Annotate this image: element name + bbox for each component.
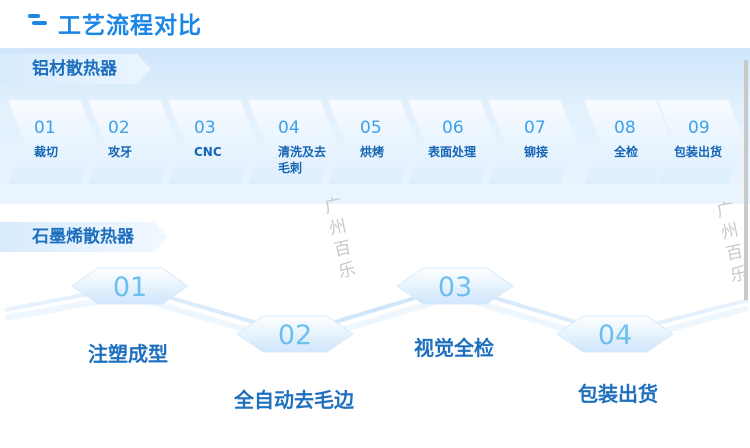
flow-step-node: 02 (236, 315, 354, 353)
scrollbar[interactable] (744, 60, 748, 300)
process-step: 05 烘烤 (328, 100, 416, 184)
step-label: 裁切 (34, 145, 59, 159)
page-title: 工艺流程对比 (58, 13, 202, 39)
step-number: 07 (524, 118, 546, 138)
flow-step-label: 视觉全检 (414, 336, 494, 360)
step-label: 铆接 (524, 145, 549, 159)
aluminum-process-steps: 01 裁切 02 攻牙 03 CNC 04 清洗及去毛刺 05 烘烤 06 表面… (0, 100, 750, 188)
step-label: 表面处理 (428, 145, 477, 159)
flow-step-node: 01 (71, 267, 189, 305)
flow-step-number: 03 (438, 272, 472, 303)
process-step: 08 全检 (584, 100, 672, 184)
step-number: 04 (278, 118, 300, 138)
step-label: 清洗及去毛刺 (278, 145, 327, 175)
flow-step-label: 包装出货 (578, 382, 658, 406)
step-number: 01 (34, 118, 56, 138)
step-number: 03 (194, 118, 216, 138)
process-step: 07 铆接 (488, 100, 576, 184)
step-number: 09 (688, 118, 710, 138)
step-label: CNC (194, 145, 222, 159)
process-step: 04 清洗及去毛刺 (248, 100, 336, 184)
step-number: 08 (614, 118, 636, 138)
process-step: 01 裁切 (8, 100, 96, 184)
flow-step-number: 01 (113, 272, 147, 303)
flow-step-node: 03 (396, 267, 514, 305)
step-label: 烘烤 (360, 145, 385, 159)
flow-step-number: 02 (278, 320, 312, 351)
flow-step-label: 注塑成型 (88, 342, 168, 366)
graphene-section-title: 石墨烯散热器 (0, 222, 168, 252)
step-label: 攻牙 (108, 145, 133, 159)
flow-step-node: 04 (556, 315, 674, 353)
flow-step-label: 全自动去毛边 (234, 388, 354, 412)
process-step: 03 CNC (168, 100, 256, 184)
process-step: 02 攻牙 (88, 100, 176, 184)
step-number: 02 (108, 118, 130, 138)
graphene-process-flow: 01 02 03 04 (4, 267, 749, 353)
step-label: 全检 (614, 145, 639, 159)
flow-step-number: 04 (598, 320, 632, 351)
page-header: 工艺流程对比 (0, 0, 750, 46)
step-number: 05 (360, 118, 382, 138)
step-label: 包装出货 (674, 145, 723, 159)
process-step: 06 表面处理 (408, 100, 496, 184)
step-number: 06 (442, 118, 464, 138)
aluminum-section-title: 铝材散热器 (0, 54, 151, 84)
menu-lines-icon (28, 14, 47, 25)
